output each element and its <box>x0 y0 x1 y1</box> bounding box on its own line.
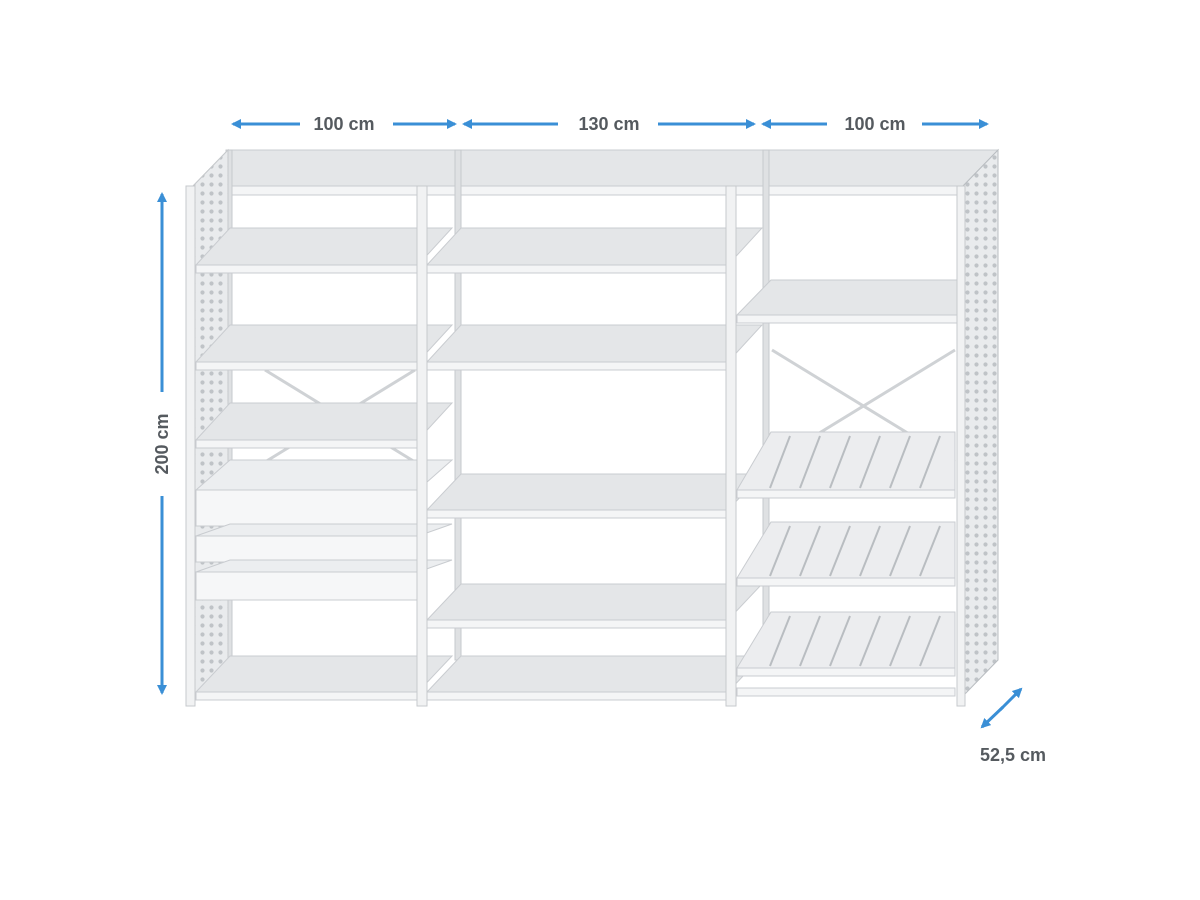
right-bay-file-shelves <box>736 431 956 697</box>
dimension-right-width: 100 cm <box>761 114 989 134</box>
width-right-label: 100 cm <box>844 114 905 134</box>
dimension-depth: 52,5 cm <box>980 687 1046 765</box>
file-dividers <box>769 435 941 667</box>
dimension-middle-width: 130 cm <box>462 114 756 134</box>
drawer <box>195 535 419 563</box>
left-bay-shelves <box>194 227 454 701</box>
front-uprights <box>185 185 966 707</box>
right-bay-shelves <box>735 279 963 324</box>
depth-label: 52,5 cm <box>980 745 1046 765</box>
width-middle-label: 130 cm <box>578 114 639 134</box>
width-left-label: 100 cm <box>313 114 374 134</box>
dimension-left-width: 100 cm <box>231 114 457 134</box>
top-shelf <box>191 149 1000 187</box>
left-bay-drawers <box>194 459 454 601</box>
shelving-unit <box>185 148 1000 707</box>
top-shelf-front <box>192 185 964 196</box>
dimension-height: 200 cm <box>152 192 172 695</box>
height-label: 200 cm <box>152 413 172 474</box>
middle-bay-shelves <box>425 227 764 701</box>
drawer <box>195 489 419 527</box>
right-side-panel-perforated <box>962 148 999 698</box>
drawer <box>195 571 419 601</box>
